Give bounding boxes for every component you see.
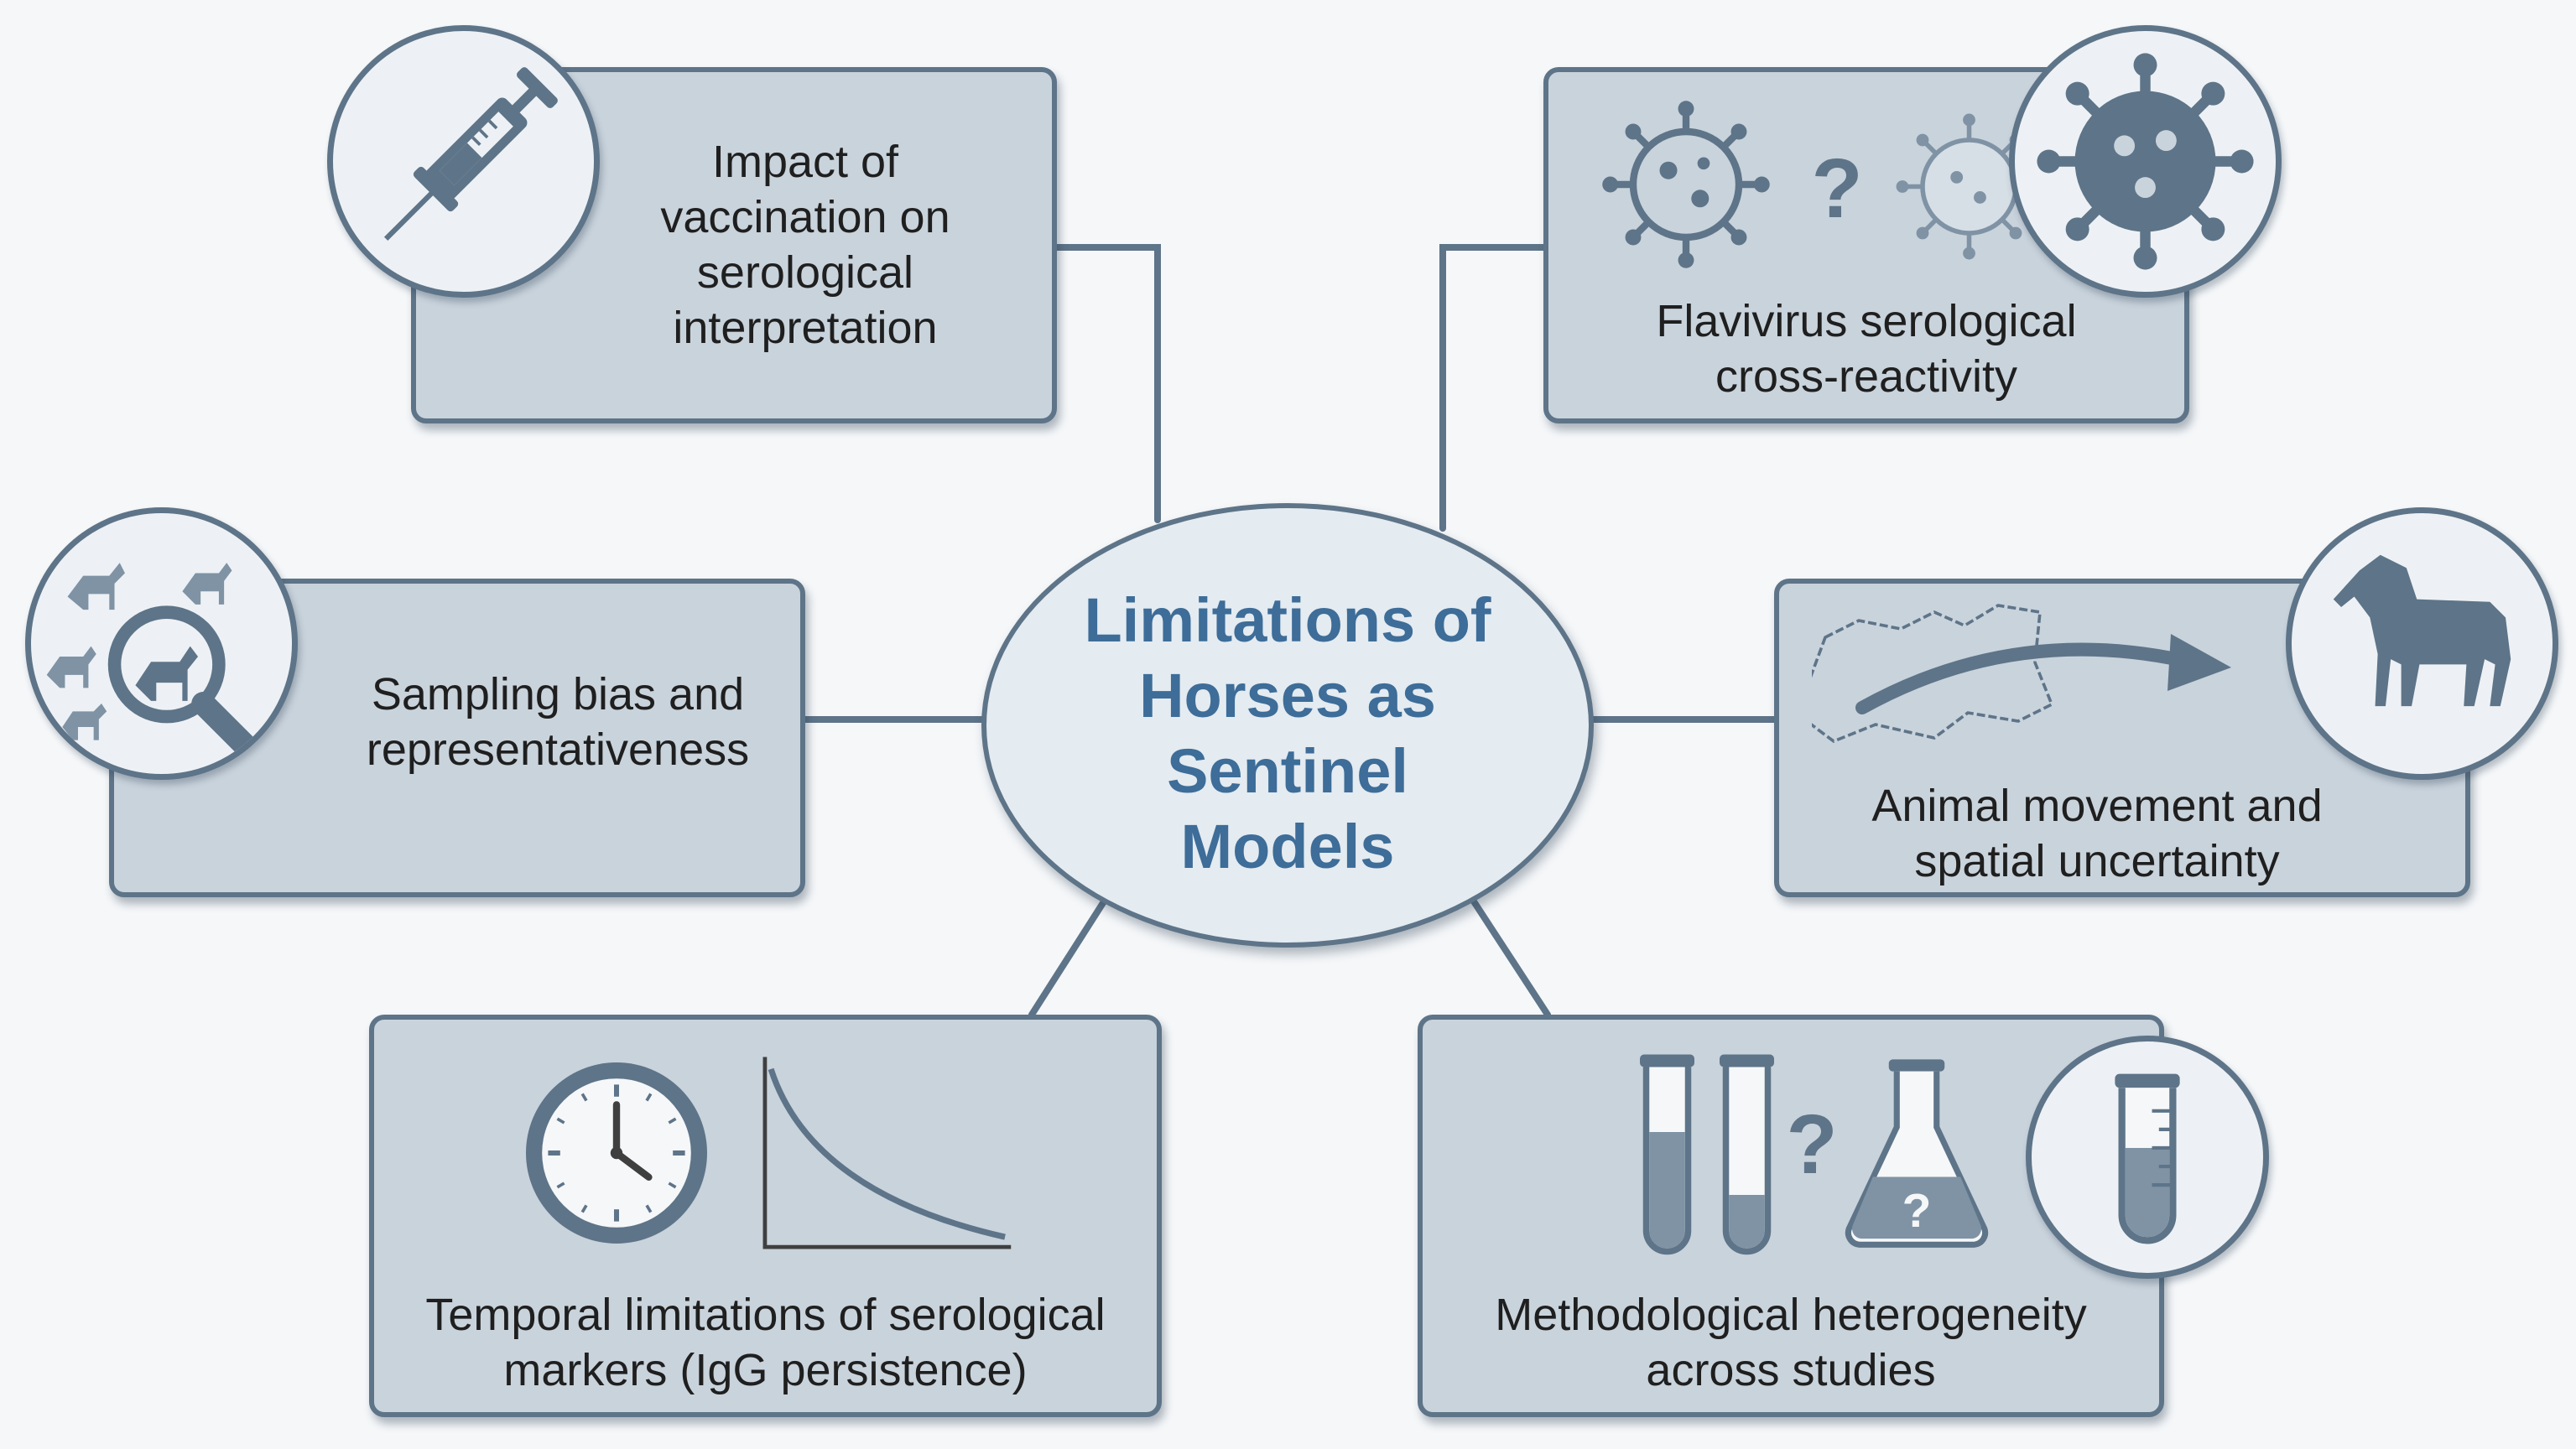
decay-curve-icon [755, 1052, 1015, 1254]
syringe-icon [327, 25, 600, 298]
connector-flavivirus [1439, 244, 1547, 532]
question-mark-methodological: ? [1786, 1098, 1838, 1192]
svg-text:?: ? [1902, 1184, 1932, 1238]
virus-icon [2009, 25, 2282, 298]
question-mark-flavivirus: ? [1811, 142, 1863, 236]
connector-methodological [1469, 896, 1551, 1018]
label-vaccination: Impact of vaccination on serological int… [660, 137, 950, 353]
label-sampling: Sampling bias and representativeness [366, 669, 750, 775]
connector-vaccination [1054, 244, 1161, 523]
flask-icon: ? [1837, 1052, 1996, 1254]
magnifier-horses-icon [25, 507, 298, 780]
label-temporal: Temporal limitations of serological mark… [425, 1290, 1106, 1395]
label-movement: Animal movement and spatial uncertainty [1871, 781, 2323, 886]
map-arrow-icon [1812, 587, 2248, 780]
box-vaccination [411, 67, 1057, 423]
central-ellipse [981, 503, 1594, 948]
clock-icon [516, 1052, 717, 1254]
virus-icon-large [1598, 96, 1774, 273]
test-tube-icon [2026, 1036, 2269, 1279]
central-title: Limitations of Horses as Sentinel Models [1084, 585, 1491, 881]
box-methodological [1418, 1015, 2164, 1417]
test-tubes-icon [1631, 1048, 1782, 1258]
label-methodological: Methodological heterogeneity across stud… [1495, 1290, 2087, 1395]
horse-icon [2286, 507, 2558, 780]
connector-temporal [1028, 896, 1109, 1018]
label-flavivirus: Flavivirus serological cross-reactivity [1656, 296, 2077, 402]
